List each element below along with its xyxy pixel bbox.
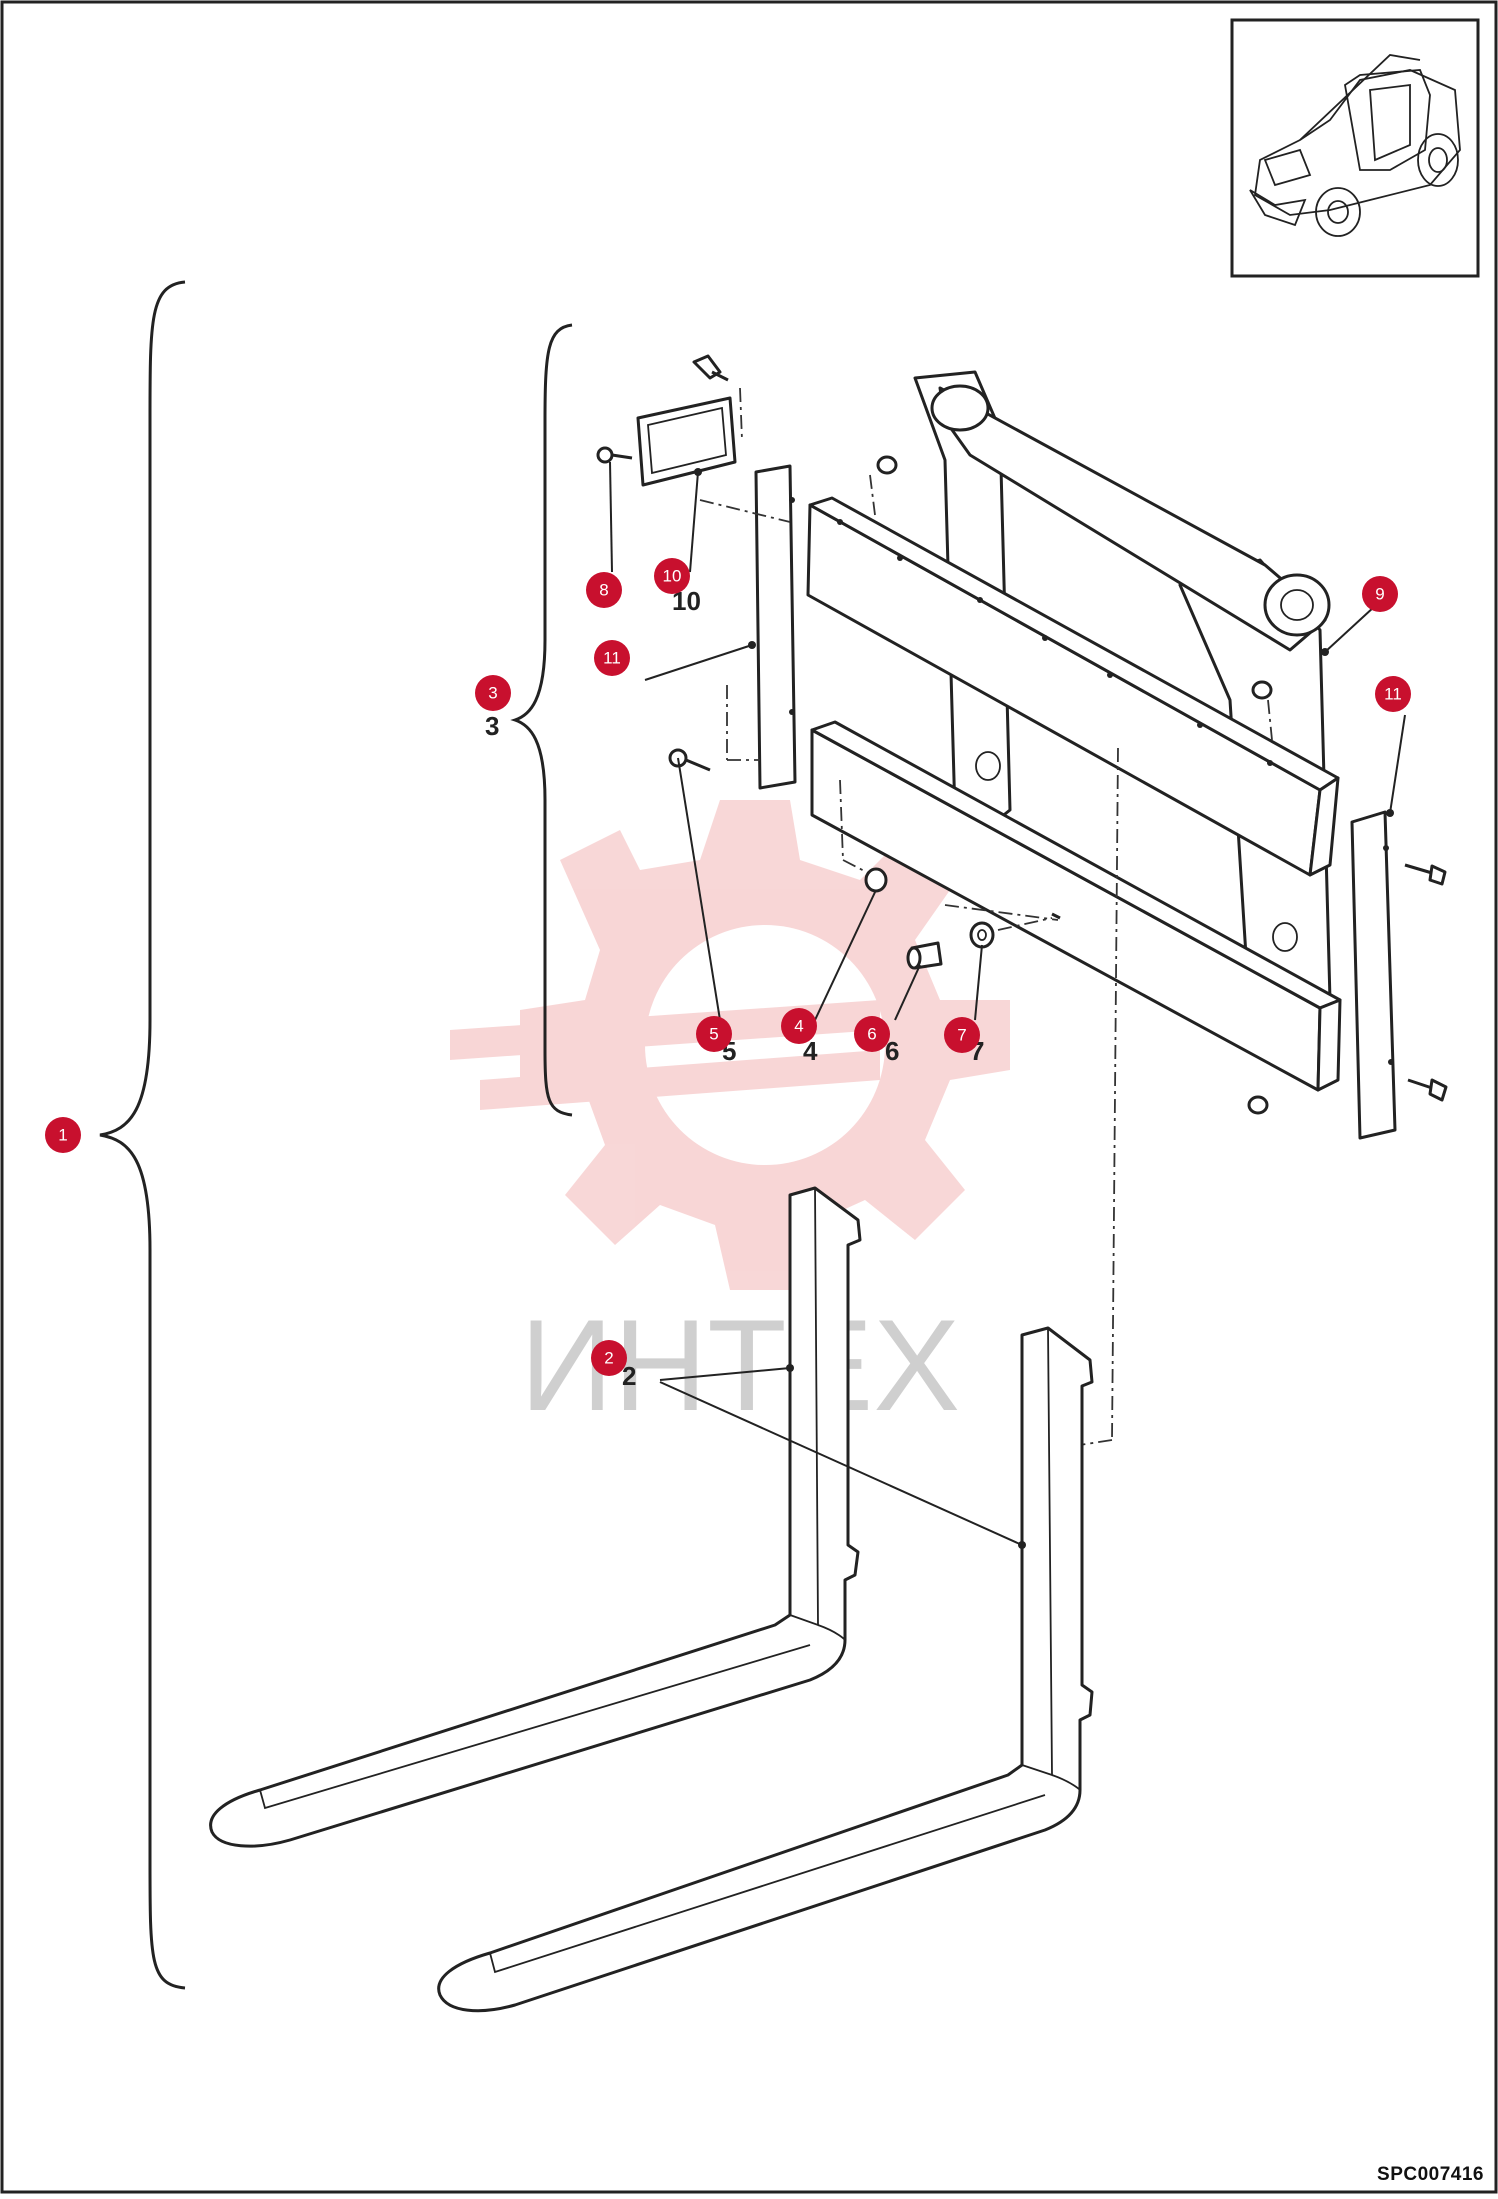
svg-text:5: 5	[709, 1025, 718, 1044]
callout-11-right[interactable]: 11	[1375, 676, 1411, 712]
watermark-text: ИНТЕХ	[520, 1292, 960, 1438]
pin-part-4	[864, 867, 888, 893]
nut-lower-right	[1247, 1095, 1269, 1115]
drawing-code: SPC007416	[1377, 2164, 1484, 2185]
callout-4[interactable]: 4	[781, 1008, 817, 1044]
svg-text:7: 7	[957, 1026, 966, 1045]
nut-upper-right	[1251, 680, 1273, 700]
fork-rear	[209, 1186, 862, 1848]
callout-3[interactable]: 3	[475, 675, 511, 711]
side-bar-left	[754, 464, 797, 790]
svg-text:9: 9	[1375, 585, 1384, 604]
callout-9[interactable]: 9	[1362, 576, 1398, 612]
svg-text:10: 10	[663, 567, 682, 586]
svg-text:3: 3	[488, 684, 497, 703]
washer-part-7	[969, 921, 995, 949]
callout-10[interactable]: 10	[654, 558, 690, 594]
side-bar-right	[1350, 810, 1397, 1140]
callout-6[interactable]: 6	[854, 1016, 890, 1052]
callout-8[interactable]: 8	[586, 572, 622, 608]
svg-text:6: 6	[867, 1025, 876, 1044]
pin-part-6	[906, 941, 943, 970]
bolt-right-lower	[1407, 1078, 1448, 1102]
watermark-logo	[450, 800, 1010, 1290]
svg-text:11: 11	[603, 649, 621, 668]
screw-part-5	[668, 748, 711, 772]
callout-1[interactable]: 1	[45, 1117, 81, 1153]
plate-part	[636, 396, 737, 487]
part-number-4: 4	[803, 1036, 818, 1066]
fork-front	[437, 1326, 1094, 2013]
bolt-top	[692, 354, 729, 382]
screw-part-8	[596, 446, 633, 464]
svg-text:2: 2	[604, 1349, 613, 1368]
callout-11-left[interactable]: 11	[594, 640, 630, 676]
part-number-6: 6	[885, 1036, 899, 1066]
callout-7[interactable]: 7	[944, 1017, 980, 1053]
telehandler-icon	[1230, 18, 1480, 278]
leader-lines	[609, 461, 1406, 1549]
carriage-frame	[806, 370, 1342, 1092]
svg-text:1: 1	[58, 1126, 67, 1145]
bolt-right-upper	[1404, 863, 1447, 886]
callout-2[interactable]: 2	[591, 1340, 627, 1376]
part-number-3: 3	[485, 711, 499, 741]
brace-1	[99, 280, 186, 1990]
svg-text:8: 8	[599, 581, 608, 600]
svg-text:4: 4	[794, 1017, 803, 1036]
part-number-2: 2	[622, 1361, 636, 1391]
callout-5[interactable]: 5	[696, 1016, 732, 1052]
nut-upper-left	[876, 455, 898, 475]
brace-3	[510, 323, 573, 1117]
svg-text:11: 11	[1384, 685, 1402, 704]
